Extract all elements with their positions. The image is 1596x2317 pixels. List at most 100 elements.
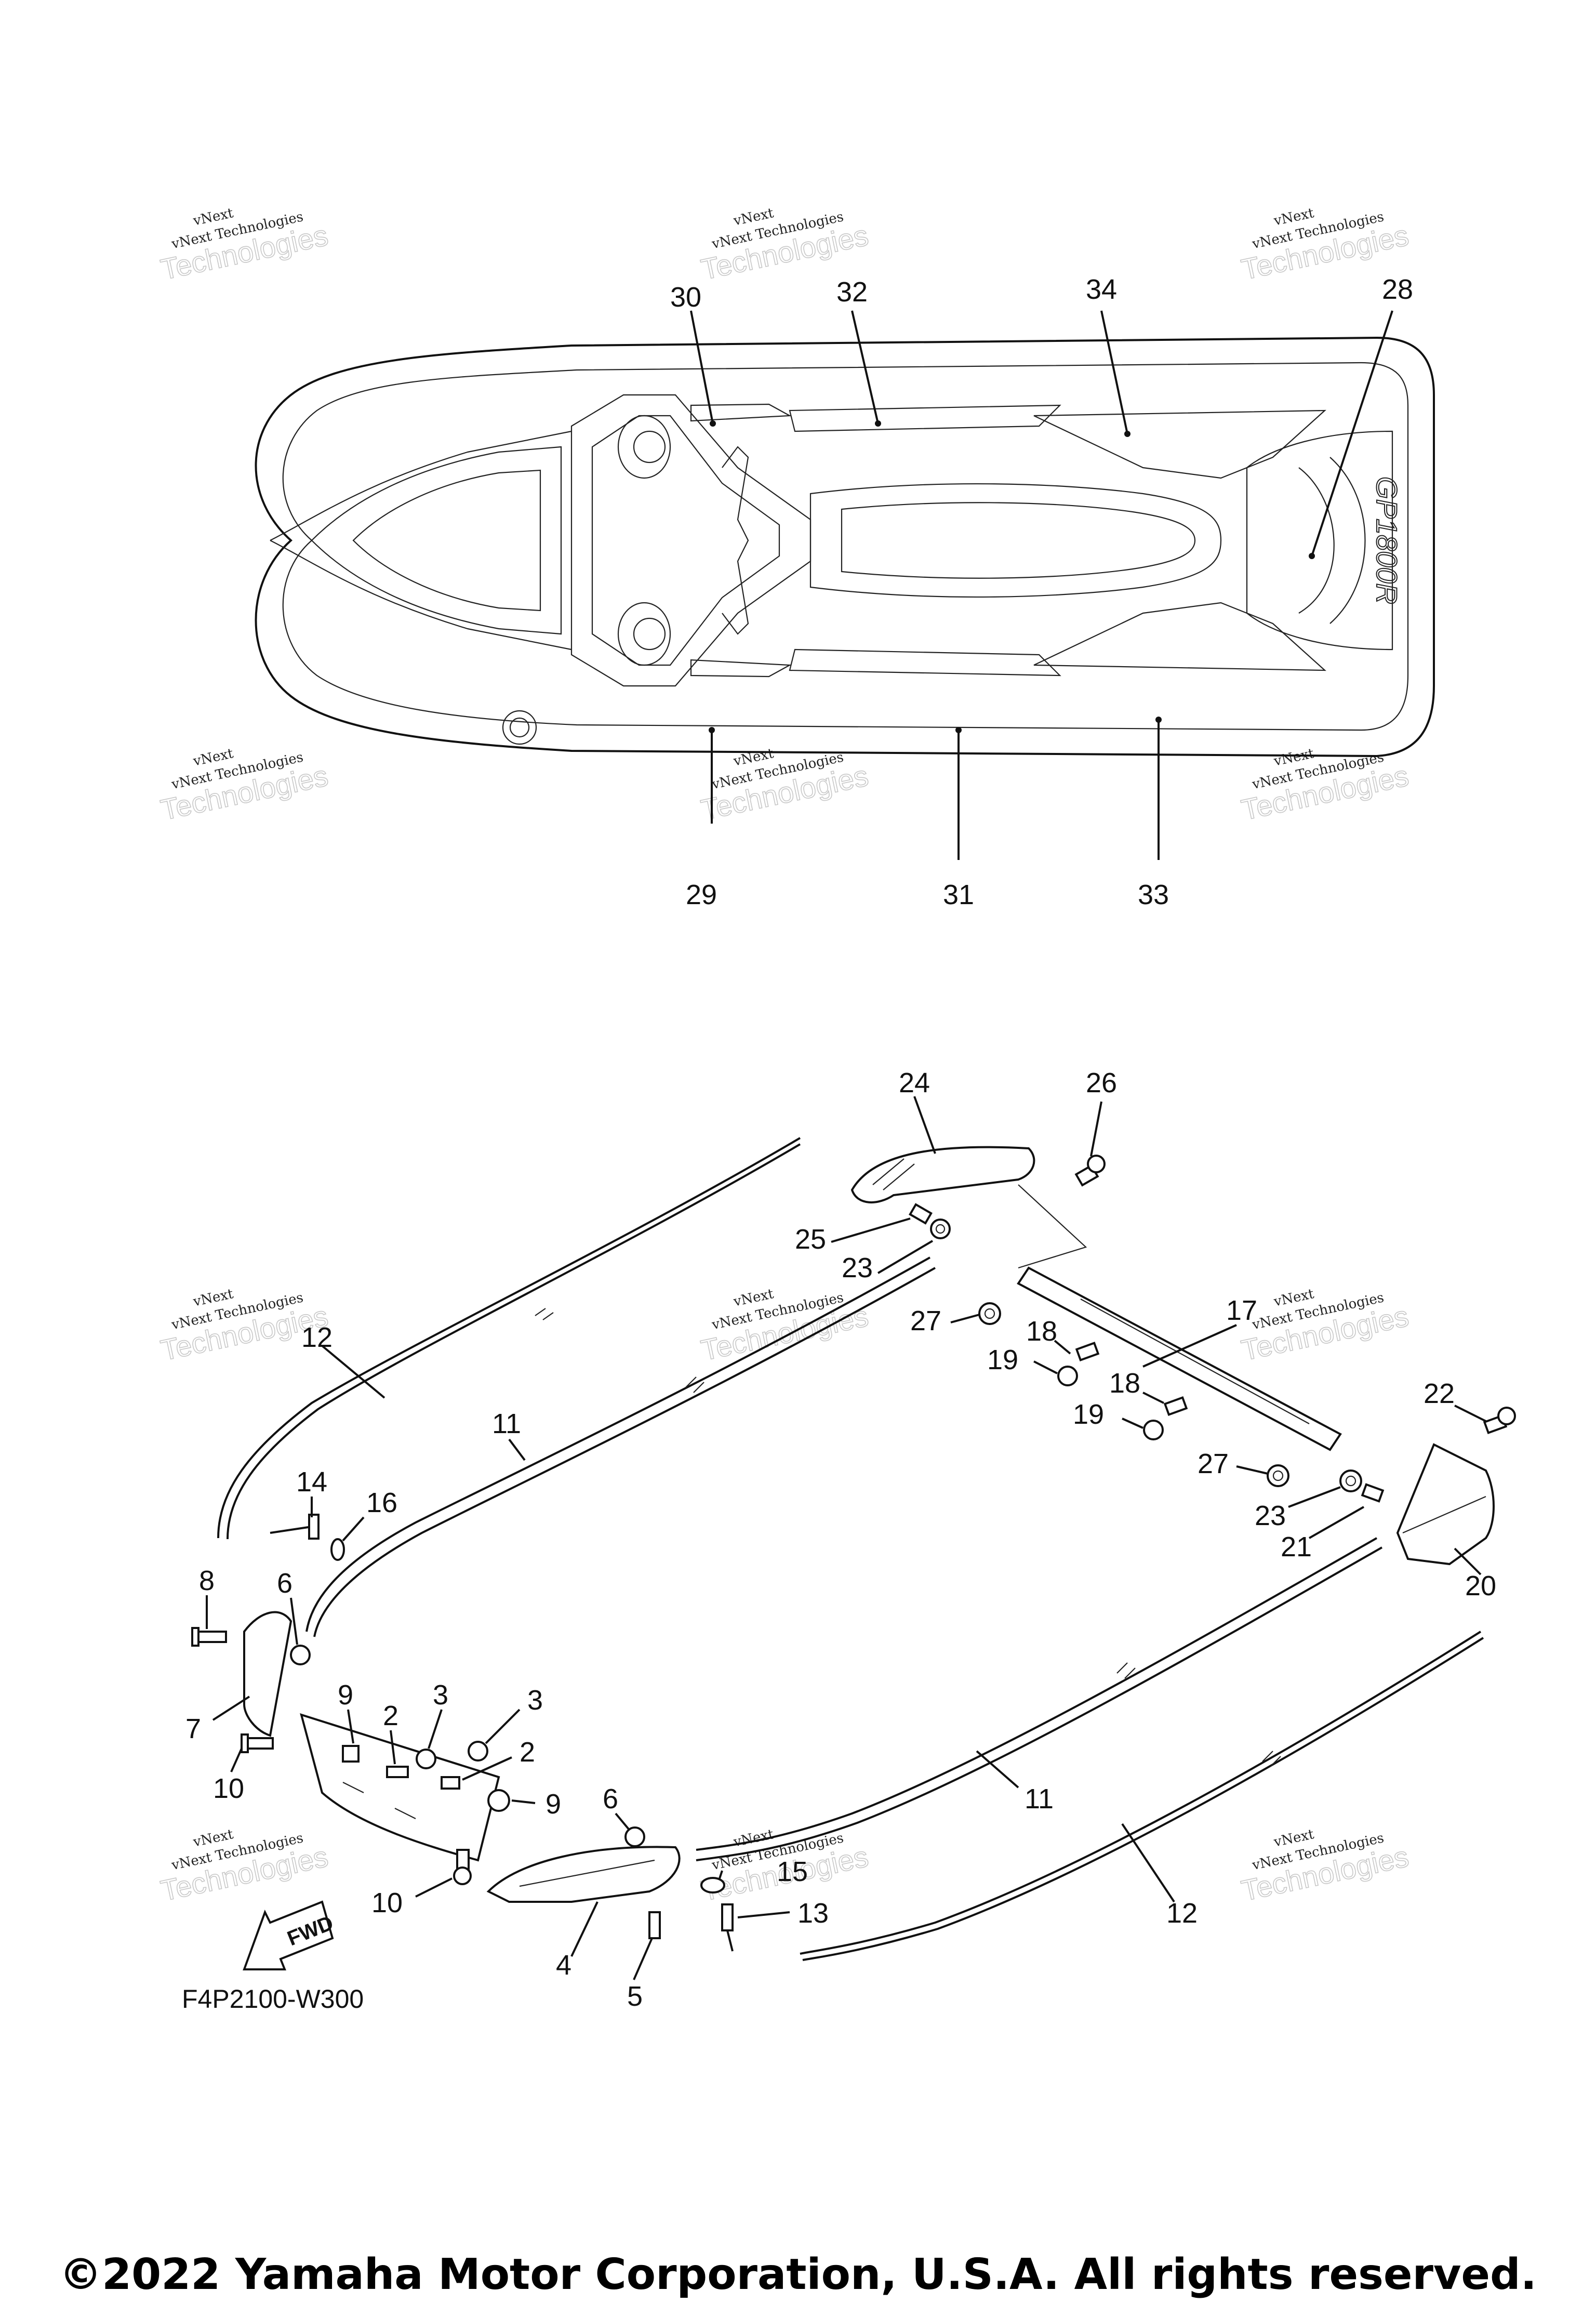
callout-23b: 23 <box>1255 1500 1286 1531</box>
leader-10-left <box>230 1748 243 1772</box>
stern-wave <box>1329 457 1366 624</box>
fuel-cap <box>502 710 537 745</box>
leader-11-left <box>508 1438 526 1461</box>
part-23-nut-top <box>930 1219 951 1239</box>
console-inner <box>591 415 780 666</box>
callout-11-right: 11 <box>1025 1783 1054 1815</box>
leader-dot <box>955 727 962 733</box>
leader-22 <box>1454 1405 1486 1422</box>
leader-dot <box>1309 553 1315 559</box>
seat-inner <box>841 502 1196 579</box>
part-24-grip-detail <box>872 1158 915 1190</box>
lower-protector <box>300 1713 500 1862</box>
leader-dot <box>710 420 716 427</box>
watermark-low-right: Technologies vNext vNext Technologies <box>1238 1286 1412 1367</box>
callout-27b: 27 <box>1198 1448 1229 1479</box>
callout-11-left: 11 <box>492 1408 521 1439</box>
part-13-rivet <box>721 1903 734 1952</box>
break-mark <box>685 1376 704 1393</box>
leader-27 <box>950 1314 980 1323</box>
break-mark <box>1262 1751 1281 1767</box>
part-20-end-cap <box>1396 1443 1495 1566</box>
leader-5 <box>633 1938 653 1980</box>
bow-panel-inner <box>352 469 541 612</box>
part-6-nut-lower <box>624 1826 645 1847</box>
handlebar <box>722 446 749 635</box>
part-19-nut-b <box>1143 1420 1164 1440</box>
mirror-right <box>617 602 671 666</box>
leader-10-lower <box>415 1877 453 1898</box>
mat-left-mid <box>789 404 1061 432</box>
leader-2a <box>390 1730 396 1765</box>
callout-14: 14 <box>296 1466 327 1498</box>
leader-11-right <box>976 1750 1019 1789</box>
leader-4 <box>570 1901 598 1957</box>
bow-panel <box>311 446 562 635</box>
bow-line <box>270 540 572 651</box>
callout-12-right: 12 <box>1166 1898 1198 1929</box>
leader-18b <box>1142 1392 1164 1404</box>
watermark-bottom-right: Technologies vNext vNext Technologies <box>1238 1826 1412 1908</box>
callout-16: 16 <box>366 1487 397 1518</box>
mirror-left <box>617 415 671 479</box>
callout-3a: 3 <box>433 1679 448 1711</box>
hull-inner-outline <box>282 362 1409 731</box>
break-mark <box>1116 1662 1136 1679</box>
part-8-bolt <box>191 1627 227 1647</box>
part-4-detail <box>519 1859 655 1887</box>
leader-6-lower <box>615 1812 630 1830</box>
leader-9-top <box>347 1709 354 1744</box>
part-12-lower-right <box>800 1631 1482 1955</box>
connector-line <box>1018 1184 1087 1269</box>
watermark-mid-center: Technologies vNext vNext Technologies <box>698 746 871 827</box>
leader-13 <box>737 1911 790 1918</box>
leader-23 <box>877 1240 934 1274</box>
watermark-mid-left: Technologies vNext vNext Technologies <box>157 746 331 827</box>
leader-dot <box>709 727 715 733</box>
callout-32: 32 <box>836 276 868 308</box>
part-2-bolt-a <box>386 1766 409 1778</box>
part-17-holes <box>1080 1299 1310 1424</box>
watermark-group: Technologies vNext vNext Technologies Te… <box>157 205 1412 1908</box>
part-18-bolt-a <box>1075 1341 1100 1362</box>
leader-6-left <box>290 1597 298 1645</box>
callout-15: 15 <box>777 1856 808 1887</box>
mat-right-front <box>690 659 792 678</box>
watercraft-top-view: GP1800R 30 32 34 28 29 31 33 <box>255 274 1435 910</box>
stern-deck <box>1246 430 1393 651</box>
leader-27b <box>1236 1465 1268 1475</box>
leader-18a <box>1054 1340 1071 1355</box>
gauge-left <box>633 430 666 464</box>
part-19-nut-a <box>1057 1366 1078 1386</box>
watermark-top-left: Technologies vNext vNext Technologies <box>157 205 331 286</box>
part-23-nut-right <box>1339 1469 1362 1492</box>
part-12-upper-left-inner <box>227 1143 801 1540</box>
leader-3b <box>485 1709 521 1744</box>
console-outline <box>570 394 812 687</box>
leader-20 <box>1454 1547 1482 1575</box>
callout-19a: 19 <box>987 1344 1018 1375</box>
leader-12-right <box>1121 1823 1175 1903</box>
leader-dot <box>1124 431 1130 437</box>
callout-22: 22 <box>1424 1378 1455 1409</box>
watermark-top-right: Technologies vNext vNext Technologies <box>1238 205 1412 286</box>
part-9-nut-mid <box>487 1789 510 1812</box>
seat-outline <box>809 483 1222 598</box>
callout-10-lower: 10 <box>371 1887 403 1918</box>
exploded-parts-view: FWD <box>185 1067 1516 2012</box>
callout-27: 27 <box>910 1305 941 1336</box>
callout-4: 4 <box>556 1950 571 1981</box>
gauge-right <box>633 617 666 651</box>
fwd-arrow: FWD <box>243 1900 337 1970</box>
callout-24: 24 <box>899 1067 930 1098</box>
part-3-nut-b <box>468 1741 488 1762</box>
leader-30 <box>690 310 714 424</box>
leader-23b <box>1288 1486 1341 1508</box>
copyright-notice: ©2022 Yamaha Motor Corporation, U.S.A. A… <box>59 2250 1537 2299</box>
part-24-grip <box>850 1146 1035 1203</box>
part-10-bolt-lower <box>453 1849 472 1885</box>
watermark-top-center: Technologies vNext vNext Technologies <box>698 205 871 286</box>
part-21-bolt <box>1361 1483 1385 1503</box>
